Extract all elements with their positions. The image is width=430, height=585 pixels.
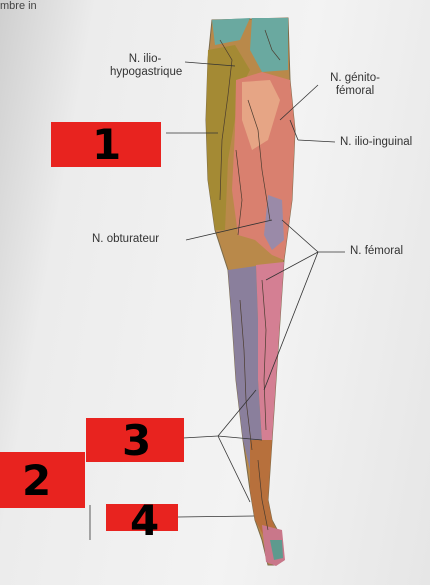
obturator-patch [264,195,284,250]
marker-box-4 [106,504,178,531]
toe-tip-teal [270,540,283,560]
running-header-text: mbre in [0,0,37,12]
label-ilio-hypo-line2: hypogastrique [110,66,183,78]
marker-box-3 [86,418,184,462]
label-ilio-hypo-line1: N. ilio- [128,53,162,65]
marker-number-1: 1 [92,120,122,169]
marker-box-2 [0,452,85,508]
marker-number-2: 2 [22,456,52,505]
teal-zone [212,18,250,45]
marker-number-4: 4 [130,496,160,545]
orange-zone [250,440,278,540]
label-obturateur: N. obturateur [92,233,160,245]
label-genito-line2: fémoral [335,85,375,97]
label-genito-line1: N. génito- [330,72,380,84]
leader-lines [89,61,345,540]
genito-patch [242,80,280,150]
marker-number-3: 3 [122,416,152,465]
label-femoral: N. fémoral [350,245,404,257]
label-genito-femoral: N. génito- fémoral [320,72,390,98]
marker-box-1 [51,122,161,167]
label-ilio-hypogastrique: N. ilio- hypogastrique [110,53,183,79]
pink-zone [256,262,284,442]
nerve-branches [219,29,281,531]
label-ilio-inguinal: N. ilio-inguinal [340,136,413,148]
